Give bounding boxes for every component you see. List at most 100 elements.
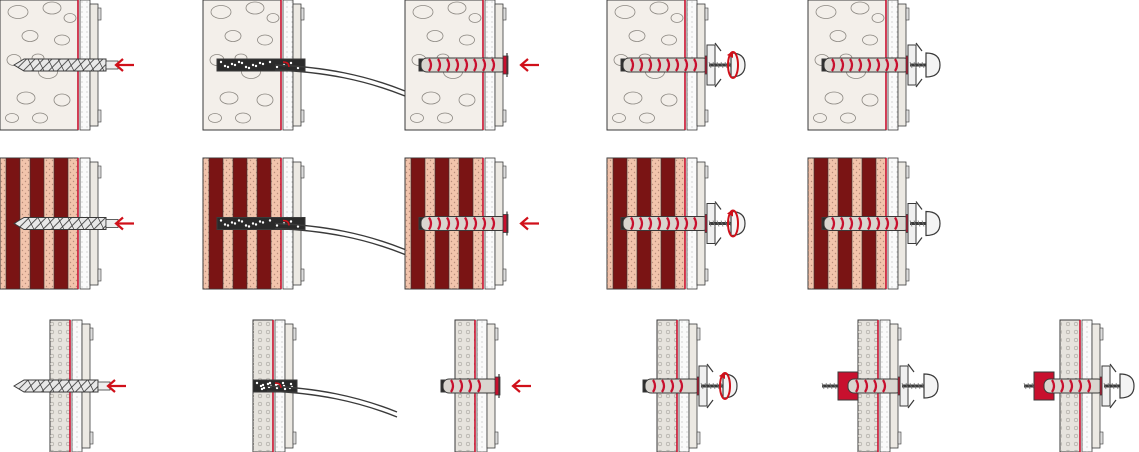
aggregate-stone <box>208 113 222 123</box>
plug-rib <box>831 216 836 231</box>
drill-flute <box>57 379 65 393</box>
plug-rib <box>840 58 845 72</box>
plug-rib <box>437 58 442 72</box>
screw-thread <box>708 382 712 390</box>
screw-thread <box>712 61 716 69</box>
dust-particle <box>230 62 234 66</box>
screw-thread <box>1111 382 1115 390</box>
aggregate-stone <box>32 112 48 124</box>
plug-rib <box>473 216 478 231</box>
blow-pump-hose <box>266 385 398 413</box>
step-finished <box>1023 319 1135 452</box>
arrow-left-icon <box>511 378 533 394</box>
rotate-icon-arrowhead <box>727 51 733 58</box>
aggregate-stone <box>447 1 467 15</box>
plug-rib <box>885 58 890 72</box>
bore-hole <box>216 58 306 72</box>
fixture-edge <box>907 363 915 409</box>
step-insert-plug <box>440 319 533 452</box>
facing-batten <box>696 431 701 445</box>
plug-rib <box>858 216 863 231</box>
row-solid-concrete <box>0 0 941 131</box>
aggregate-stone <box>649 1 669 15</box>
aggregate-stone <box>829 30 847 42</box>
dust-particle <box>266 382 270 386</box>
facing-batten <box>494 327 499 341</box>
drill-flute <box>47 58 55 72</box>
facing-batten <box>704 7 709 21</box>
aggregate-stone <box>21 30 39 42</box>
screw-head <box>923 373 939 399</box>
aggregate-stone <box>458 93 476 107</box>
step-drive-screw <box>606 157 746 290</box>
plug-rib <box>849 216 854 231</box>
dust-particle <box>226 224 230 227</box>
step-clean-bore-hole <box>202 157 406 290</box>
dust-particle <box>258 220 262 223</box>
drill-flute <box>27 217 35 230</box>
aggregate-stone <box>235 112 251 124</box>
facing-batten <box>1099 327 1104 341</box>
screw-thread <box>921 61 925 69</box>
aggregate-stone <box>266 13 280 23</box>
step-insert-plug <box>404 157 541 290</box>
plug-rib <box>455 216 460 231</box>
facing-batten <box>1099 431 1104 445</box>
airflow-arrow <box>274 382 282 389</box>
screw-thread <box>917 61 921 69</box>
plug-rib <box>468 379 473 393</box>
plug-rib <box>477 379 482 393</box>
bore-hole <box>216 217 306 230</box>
aggregate-stone <box>256 93 274 107</box>
aggregate-stone <box>850 1 870 15</box>
step-drill <box>0 157 136 290</box>
drill-flute <box>77 379 85 393</box>
plug-rib <box>679 379 684 393</box>
aggregate-stone <box>628 30 646 42</box>
drill-flute <box>37 58 45 72</box>
step-drill <box>0 0 136 131</box>
plug-rib <box>1087 379 1092 393</box>
drill-flute <box>67 379 75 393</box>
drill-flute <box>27 58 35 72</box>
aggregate-stone <box>468 13 482 23</box>
plug-rib <box>666 216 671 231</box>
fixture-edge <box>915 201 923 246</box>
wall-plug <box>644 376 703 396</box>
facing-batten <box>300 7 305 21</box>
step-drive-screw <box>642 319 738 452</box>
drill-flute <box>87 379 95 393</box>
dust-particle <box>274 383 278 387</box>
airflow-arrow <box>282 219 290 226</box>
step-drive-screw <box>606 0 746 131</box>
aggregate-stone <box>661 34 677 46</box>
aggregate-stone <box>224 30 242 42</box>
plug-rib <box>652 379 657 393</box>
facing-batten <box>494 431 499 445</box>
plug-rib <box>450 379 455 393</box>
drill-flute <box>57 217 65 230</box>
drill-bit <box>13 58 107 72</box>
drill-flute <box>37 379 45 393</box>
step-plug-knotted-behind-panel <box>821 319 939 452</box>
screw-thread <box>716 61 720 69</box>
facing-batten <box>97 268 102 282</box>
blow-pump-hose <box>274 227 406 256</box>
dust-particle <box>223 64 227 68</box>
drill-flute <box>97 58 105 72</box>
dust-particle <box>251 222 255 225</box>
wall-plug <box>622 55 711 75</box>
facing-batten <box>97 109 102 123</box>
dust-particle <box>275 65 279 69</box>
dust-particle <box>237 219 241 222</box>
plug-rib <box>446 58 451 72</box>
step-insert-plug <box>404 0 541 131</box>
dust-particle <box>262 386 266 390</box>
plug-rib <box>630 216 635 231</box>
screw-head <box>1119 373 1135 399</box>
facing-batten <box>502 268 507 282</box>
dust-particle <box>261 383 265 387</box>
dust-particle <box>230 221 234 224</box>
screw-thread <box>909 61 913 69</box>
